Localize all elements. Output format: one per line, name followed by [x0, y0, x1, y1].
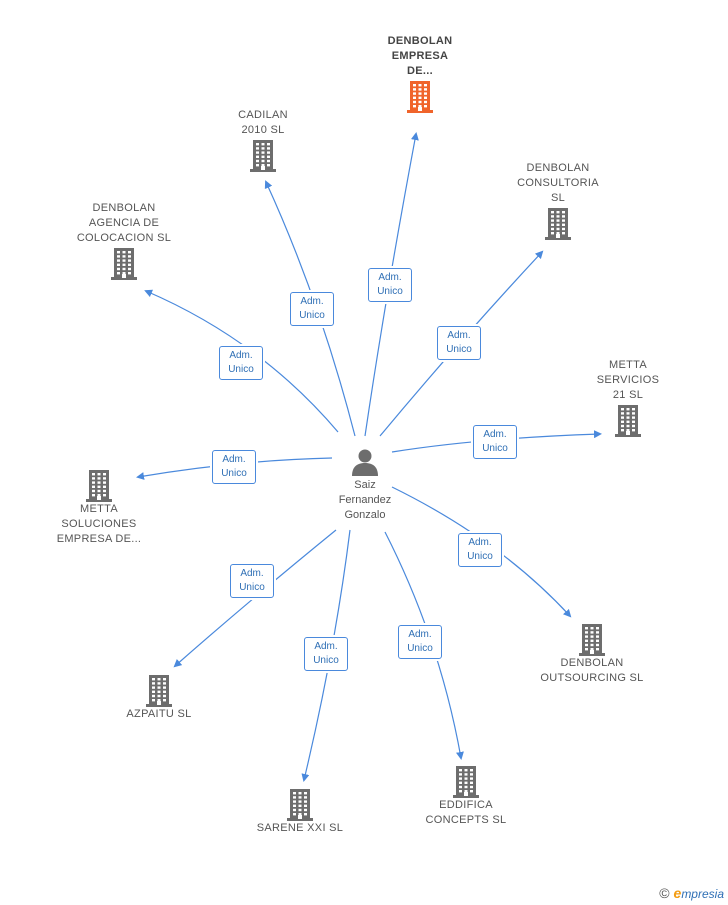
company-node-denbolan-empresa[interactable]: DENBOLAN EMPRESA DE... — [372, 34, 468, 113]
building-icon — [250, 140, 276, 172]
relation-label[interactable]: Adm.Unico — [473, 425, 517, 459]
company-label: CADILAN 2010 SL — [238, 109, 288, 136]
company-label: AZPAITU SL — [126, 708, 192, 720]
building-icon — [146, 675, 172, 707]
relation-label[interactable]: Adm.Unico — [304, 637, 348, 671]
building-icon — [287, 789, 313, 821]
relation-edge — [173, 529, 337, 668]
person-node[interactable]: Saiz Fernandez Gonzalo — [330, 446, 400, 523]
company-label: METTA SERVICIOS 21 SL — [596, 359, 660, 401]
company-node-metta-servicios[interactable]: METTA SERVICIOS 21 SL — [588, 358, 668, 437]
person-name: Saiz Fernandez Gonzalo — [338, 479, 392, 521]
relation-label[interactable]: Adm.Unico — [398, 625, 442, 659]
person-icon — [352, 449, 378, 476]
relation-label[interactable]: Adm.Unico — [458, 533, 502, 567]
empresia-logo: ©empresia — [659, 885, 724, 901]
company-label: SARENE XXI SL — [256, 822, 344, 834]
building-icon — [615, 405, 641, 437]
building-icon — [111, 248, 137, 280]
company-label: EDDIFICA CONCEPTS SL — [425, 799, 507, 826]
relation-label[interactable]: Adm.Unico — [219, 346, 263, 380]
company-node-azpaitu[interactable]: AZPAITU SL — [114, 673, 204, 722]
relation-label[interactable]: Adm.Unico — [290, 292, 334, 326]
relation-label[interactable]: Adm.Unico — [368, 268, 412, 302]
company-node-denbolan-consultoria[interactable]: DENBOLAN CONSULTORIA SL — [506, 161, 610, 240]
company-node-eddifica[interactable]: EDDIFICA CONCEPTS SL — [418, 764, 514, 828]
company-label: DENBOLAN AGENCIA DE COLOCACION SL — [76, 202, 172, 244]
building-icon — [579, 624, 605, 656]
company-label: METTA SOLUCIONES EMPRESA DE... — [56, 503, 142, 545]
company-label: DENBOLAN OUTSOURCING SL — [540, 657, 644, 684]
building-icon — [545, 208, 571, 240]
company-label: DENBOLAN CONSULTORIA SL — [517, 162, 599, 204]
building-icon — [407, 81, 433, 113]
relation-label[interactable]: Adm.Unico — [437, 326, 481, 360]
relation-label[interactable]: Adm.Unico — [230, 564, 274, 598]
company-node-denbolan-outsourcing[interactable]: DENBOLAN OUTSOURCING SL — [536, 622, 648, 686]
company-label: DENBOLAN EMPRESA DE... — [387, 35, 453, 77]
company-node-cadilan[interactable]: CADILAN 2010 SL — [218, 108, 308, 172]
building-icon — [453, 766, 479, 798]
company-node-sarene[interactable]: SARENE XXI SL — [250, 787, 350, 836]
relation-label[interactable]: Adm.Unico — [212, 450, 256, 484]
company-node-denbolan-agencia[interactable]: DENBOLAN AGENCIA DE COLOCACION SL — [66, 201, 182, 280]
company-node-metta-soluciones[interactable]: METTA SOLUCIONES EMPRESA DE... — [46, 468, 152, 547]
building-icon — [86, 470, 112, 502]
